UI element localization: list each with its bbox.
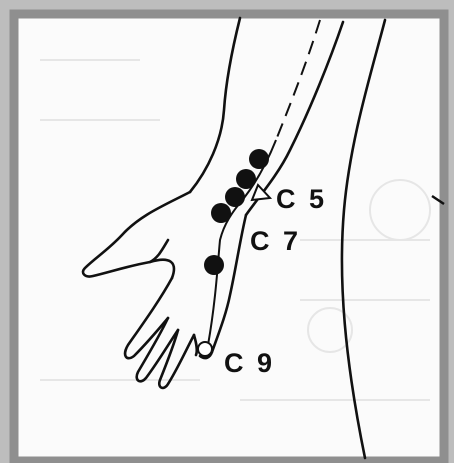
point-dot	[211, 203, 231, 223]
label-c9: C 9	[224, 350, 275, 377]
point-dot	[249, 149, 269, 169]
point-dot	[204, 255, 224, 275]
label-c5: C 5	[276, 186, 327, 213]
point-dot	[225, 187, 245, 207]
figure-frame	[14, 14, 444, 461]
c9-open-circle-marker	[198, 342, 212, 356]
point-dot	[236, 169, 256, 189]
label-c7: C 7	[250, 228, 301, 255]
